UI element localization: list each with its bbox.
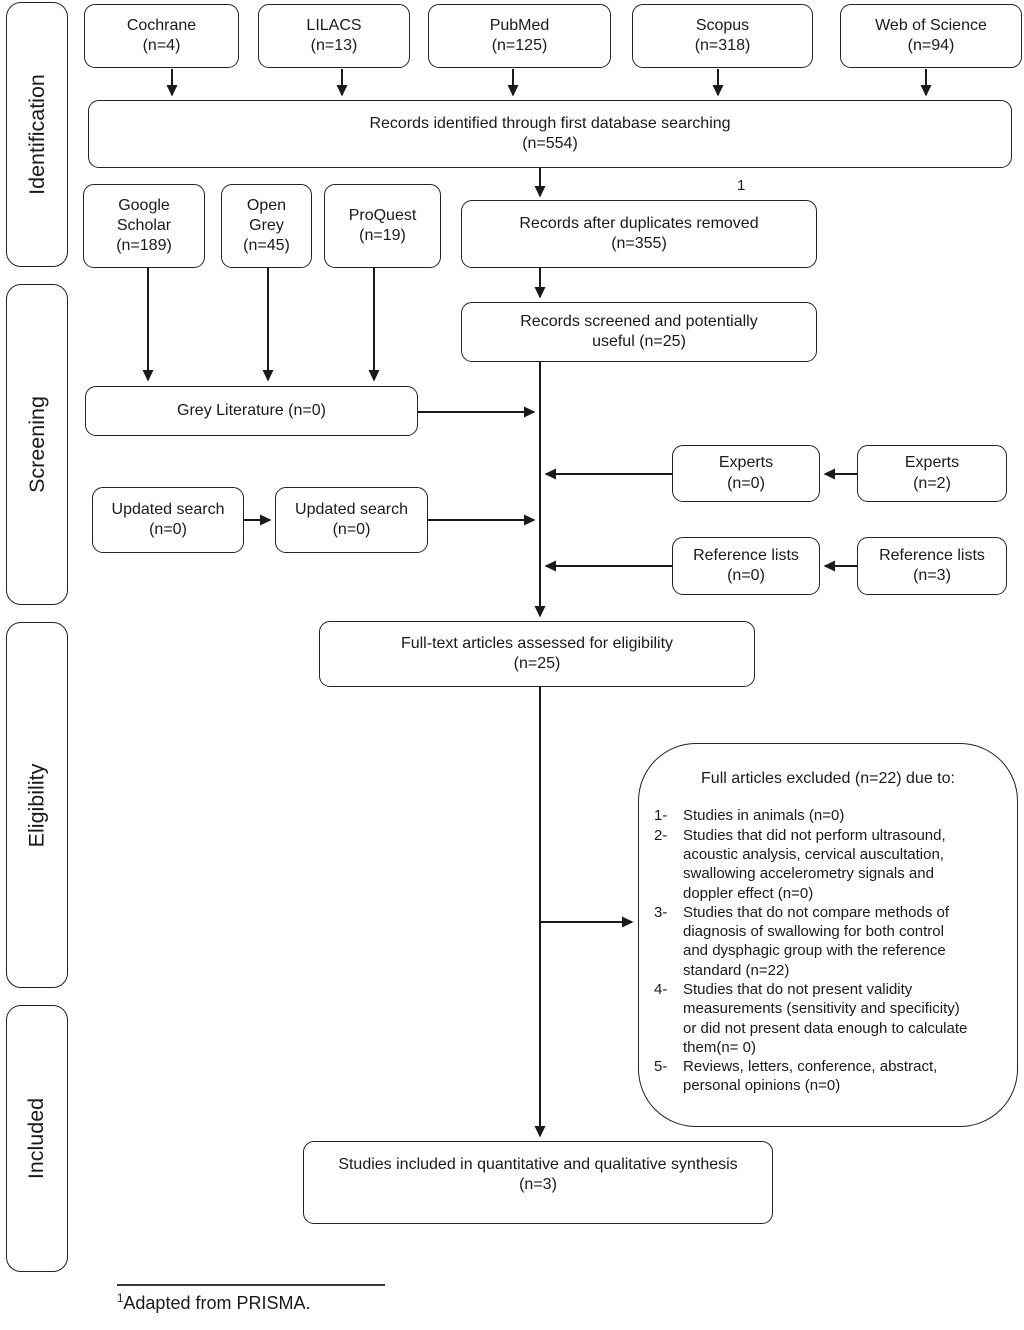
box-updated-search-inner: Updated search (n=0) xyxy=(275,487,428,553)
excluded-reason-number: 3- xyxy=(654,903,668,921)
box-lilacs: LILACS (n=13) xyxy=(258,4,410,68)
phase-label-text: Eligibility xyxy=(24,763,49,847)
duplicates-footnote-marker: 1 xyxy=(737,177,746,194)
box-records-after-duplicates: Records after duplicates removed (n=355) xyxy=(461,200,817,268)
box-cochrane: Cochrane (n=4) xyxy=(84,4,239,68)
excluded-reason-text: Studies that do not present validity mea… xyxy=(683,980,968,1056)
footnote: 1Adapted from PRISMA. xyxy=(117,1293,310,1314)
excluded-reason-list: 1- Studies in animals (n=0) 2- Studies t… xyxy=(639,806,1017,1095)
box-fulltext-assessed: Full-text articles assessed for eligibil… xyxy=(319,621,755,687)
excluded-title: Full articles excluded (n=22) due to: xyxy=(701,770,955,787)
box-reference-lists-source: Reference lists (n=3) xyxy=(857,537,1007,595)
excluded-reason-number: 5- xyxy=(654,1058,668,1076)
excluded-reason-item: 4- Studies that do not present validity … xyxy=(654,980,991,1057)
excluded-reason-text: Studies in animals (n=0) xyxy=(683,807,845,825)
footnote-text: Adapted from PRISMA. xyxy=(123,1293,311,1313)
box-grey-literature: Grey Literature (n=0) xyxy=(85,386,418,436)
excluded-reason-item: 2- Studies that did not perform ultrasou… xyxy=(654,826,991,903)
excluded-reason-text: Reviews, letters, conference, abstract, … xyxy=(683,1058,938,1095)
excluded-reason-text: Studies that do not compare methods of d… xyxy=(683,903,949,979)
phase-label-text: Screening xyxy=(24,396,49,493)
excluded-reason-item: 3- Studies that do not compare methods o… xyxy=(654,903,991,980)
excluded-reason-number: 4- xyxy=(654,980,668,998)
box-experts-source: Experts (n=2) xyxy=(857,445,1007,502)
box-updated-search-outer: Updated search (n=0) xyxy=(92,487,244,553)
excluded-reason-number: 1- xyxy=(654,807,668,825)
box-records-identified: Records identified through first databas… xyxy=(88,100,1012,168)
box-studies-included: Studies included in quantitative and qua… xyxy=(303,1141,773,1224)
phase-label-text: Identification xyxy=(24,74,49,195)
phase-label-screening: Screening xyxy=(6,284,68,605)
box-records-screened: Records screened and potentially useful … xyxy=(461,302,817,362)
box-proquest: ProQuest (n=19) xyxy=(324,184,441,268)
excluded-reason-number: 2- xyxy=(654,826,668,844)
excluded-reason-item: 1- Studies in animals (n=0) xyxy=(654,806,991,825)
phase-label-eligibility: Eligibility xyxy=(6,622,68,988)
phase-label-included: Included xyxy=(6,1005,68,1272)
phase-label-text: Included xyxy=(24,1097,49,1180)
footnote-divider xyxy=(117,1284,385,1286)
excluded-reason-item: 5- Reviews, letters, conference, abstrac… xyxy=(654,1057,991,1096)
box-full-articles-excluded: Full articles excluded (n=22) due to: 1-… xyxy=(638,743,1018,1127)
box-pubmed: PubMed (n=125) xyxy=(428,4,611,68)
box-google-scholar: Google Scholar (n=189) xyxy=(83,184,205,268)
box-web-of-science: Web of Science (n=94) xyxy=(840,4,1022,68)
box-open-grey: Open Grey (n=45) xyxy=(221,184,312,268)
box-reference-lists-merged: Reference lists (n=0) xyxy=(672,537,820,595)
excluded-reason-text: Studies that did not perform ultrasound,… xyxy=(683,826,946,902)
box-experts-merged: Experts (n=0) xyxy=(672,445,820,502)
footnote-marker: 1 xyxy=(117,1293,124,1305)
phase-label-identification: Identification xyxy=(6,2,68,267)
box-scopus: Scopus (n=318) xyxy=(632,4,813,68)
